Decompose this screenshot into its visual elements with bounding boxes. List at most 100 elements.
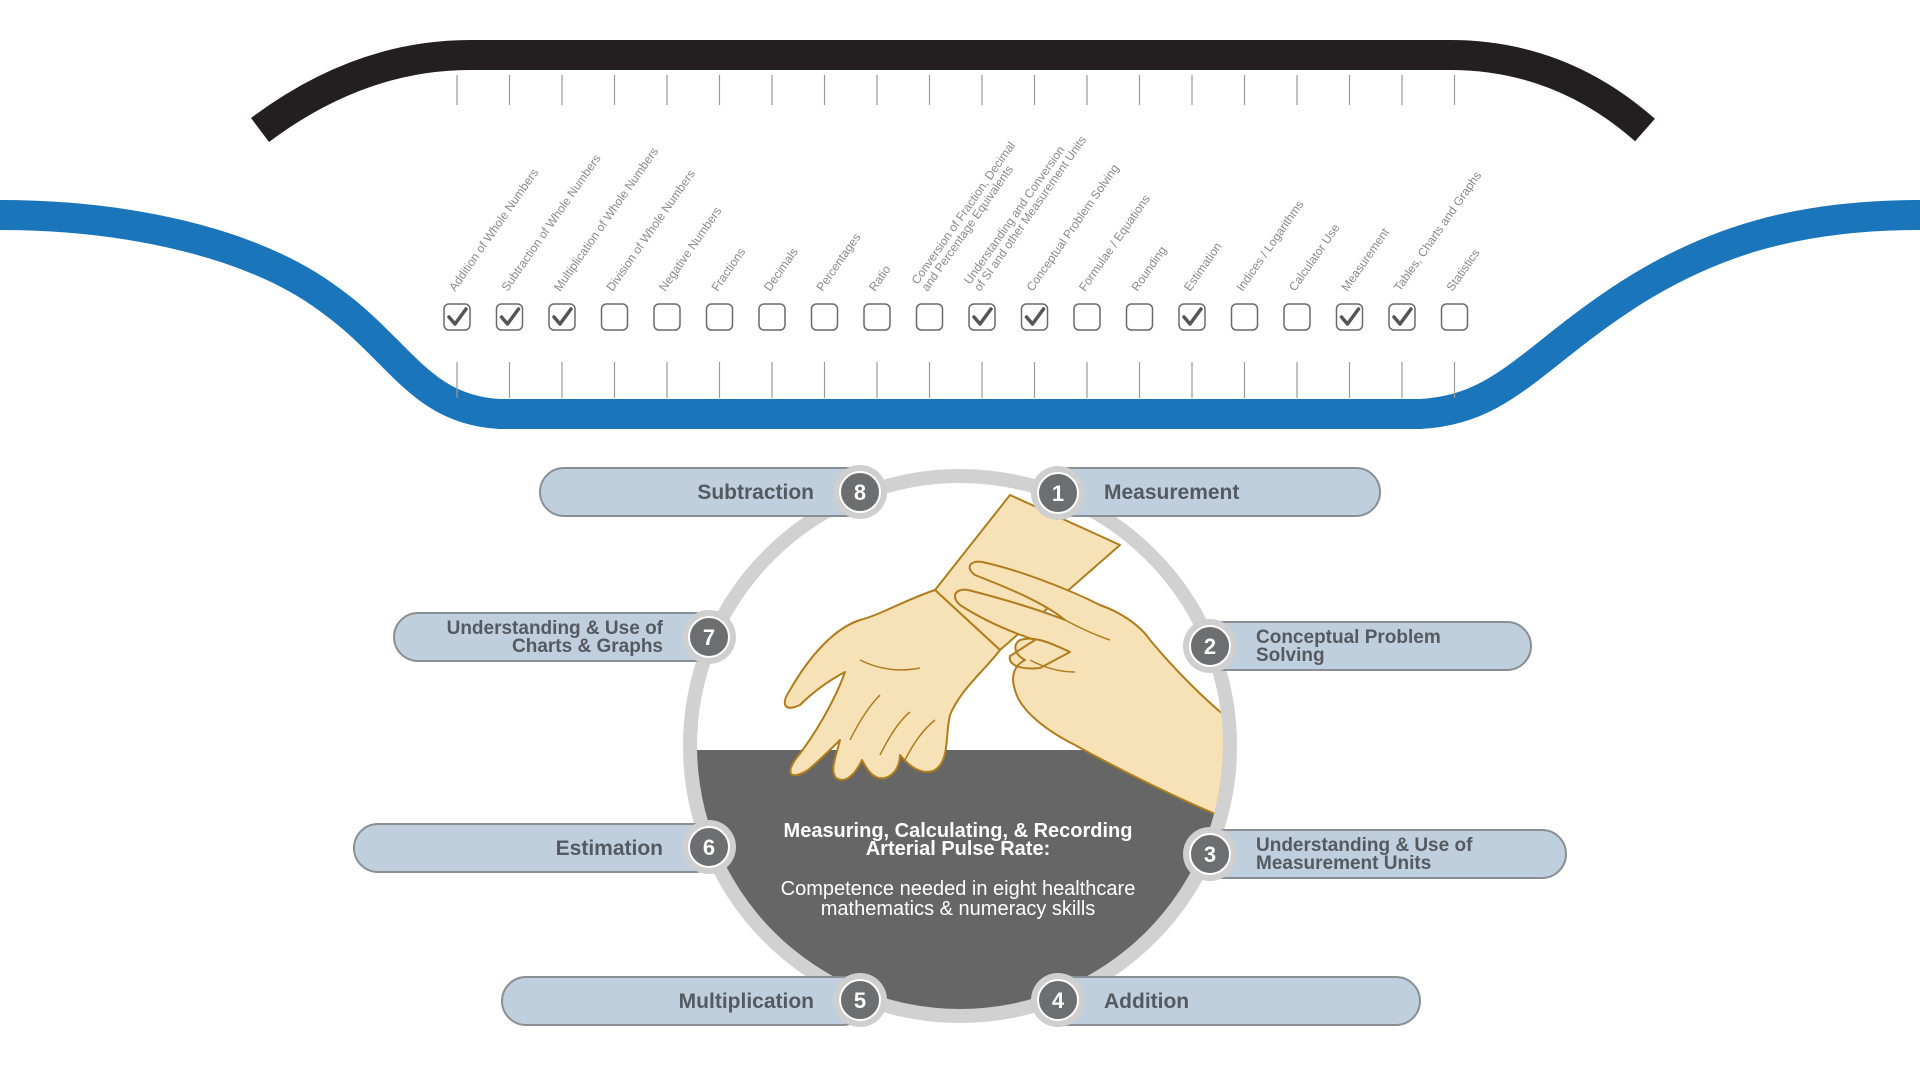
skill-label-group: Addition of Whole Numbers xyxy=(446,166,541,294)
skill-label: Percentages xyxy=(813,230,863,293)
checkbox-icon[interactable] xyxy=(1125,303,1154,331)
badge-number: 3 xyxy=(1204,842,1216,867)
skill-label: Multiplication xyxy=(679,990,814,1013)
skill-column: Formulae / Equations xyxy=(1073,75,1153,398)
skill-label: Measurement xyxy=(1338,225,1392,294)
skill-label-line: Conceptual Problem xyxy=(1256,627,1441,648)
checkbox-icon[interactable] xyxy=(705,303,734,331)
number-badge xyxy=(688,616,730,658)
center-subtitle-line: mathematics & numeracy skills xyxy=(821,898,1096,920)
skill-item-5: 5 Multiplication xyxy=(501,973,887,1027)
skill-column: Calculator Use xyxy=(1283,75,1343,398)
skill-label: Statistics xyxy=(1443,246,1482,293)
skill-label-group: Multiplication of Whole Numbers xyxy=(551,145,661,294)
checkbox-icon[interactable] xyxy=(810,303,839,331)
skill-column: Conceptual Problem Solving xyxy=(1020,75,1122,398)
skill-column: Decimals xyxy=(758,75,801,398)
center-subtitle-line: Competence needed in eight healthcare xyxy=(781,878,1136,900)
skill-label: Rounding xyxy=(1128,244,1169,294)
badge-number: 5 xyxy=(854,988,866,1013)
skill-label: Calculator Use xyxy=(1286,221,1343,294)
skill-column: Measurement xyxy=(1335,75,1392,398)
top-arch-band xyxy=(251,40,1655,143)
center-title-line: Measuring, Calculating, & Recording xyxy=(784,820,1133,842)
badge-number: 6 xyxy=(703,835,715,860)
skill-column: Indices / Logarithms xyxy=(1230,75,1307,398)
skill-label-group: Division of Whole Numbers xyxy=(603,167,697,294)
skill-label-group: Calculator Use xyxy=(1286,221,1343,294)
skill-label-line: Charts & Graphs xyxy=(512,636,663,657)
skill-label-group: Measurement xyxy=(1338,225,1392,294)
skill-label-group: Fractions xyxy=(708,245,748,293)
checkmark-icon xyxy=(1392,307,1413,326)
skill-label-group: Rounding xyxy=(1128,244,1169,294)
badge-number: 2 xyxy=(1204,634,1216,659)
center-title-line: Arterial Pulse Rate: xyxy=(866,838,1051,860)
number-badge xyxy=(1189,625,1231,667)
skill-label-line: Multiplication xyxy=(679,990,814,1013)
skill-item-1: 1 Measurement xyxy=(1031,466,1381,520)
badge-number: 1 xyxy=(1052,481,1064,506)
badge-number: 7 xyxy=(703,625,715,650)
skill-pill xyxy=(353,823,720,873)
skill-label: Fractions xyxy=(708,245,748,293)
checkbox-icon[interactable] xyxy=(863,303,891,331)
skill-item-4: 4 Addition xyxy=(1031,973,1421,1027)
number-badge xyxy=(839,979,881,1021)
skill-label-line: Solving xyxy=(1256,645,1325,666)
skill-column: Division of Whole Numbers xyxy=(600,75,698,398)
skill-item-8: 8 Subtraction xyxy=(539,465,887,519)
skill-label-group: Estimation xyxy=(1181,240,1225,294)
skill-label-group: Statistics xyxy=(1443,246,1482,293)
checkbox-icon[interactable] xyxy=(915,303,944,331)
skill-label: Estimation xyxy=(1181,240,1225,294)
checkbox-icon[interactable] xyxy=(1230,303,1259,331)
skill-label-group: Percentages xyxy=(813,230,863,293)
checkbox-icon[interactable] xyxy=(1073,303,1101,331)
skill-label: Decimals xyxy=(761,245,801,293)
skill-label: Multiplication of Whole Numbers xyxy=(551,145,661,294)
skill-label-group: Ratio xyxy=(866,262,894,293)
skill-column: Addition of Whole Numbers xyxy=(443,75,541,398)
checkbox-icon[interactable] xyxy=(758,303,786,331)
checkbox-icon[interactable] xyxy=(1440,303,1469,331)
skill-column: Negative Numbers xyxy=(653,75,724,398)
checkmark-icon xyxy=(1024,307,1046,326)
skill-column: Fractions xyxy=(705,75,748,398)
number-badge xyxy=(1037,979,1079,1021)
skill-label: Ratio xyxy=(866,262,894,293)
checkmark-icon xyxy=(499,307,521,326)
number-badge xyxy=(839,471,881,513)
skill-label: Addition of Whole Numbers xyxy=(446,166,541,294)
skill-label-line: Measurement Units xyxy=(1256,853,1431,874)
checkmark-icon xyxy=(552,307,573,326)
skill-label: Subtraction of Whole Numbers xyxy=(498,152,603,294)
checkbox-icon[interactable] xyxy=(653,303,681,331)
skill-label-group: Tables, Charts and Graphs xyxy=(1391,169,1484,294)
checkbox-icon[interactable] xyxy=(600,303,629,331)
skill-label-line: Addition xyxy=(1104,990,1189,1013)
skill-label-line: Understanding & Use of xyxy=(447,618,664,639)
checkbox-icon[interactable] xyxy=(1283,303,1311,331)
checkmark-icon xyxy=(1182,307,1203,326)
skill-pill xyxy=(1034,976,1421,1026)
skill-item-6: 6 Estimation xyxy=(353,820,736,874)
skill-label: Estimation xyxy=(556,837,663,860)
skill-label: Measurement xyxy=(1104,481,1239,504)
badge-number: 8 xyxy=(854,480,866,505)
badge-number: 4 xyxy=(1052,988,1065,1013)
pulse-hands-illustration xyxy=(783,494,1223,821)
skill-column: Percentages xyxy=(810,75,864,398)
skill-label: Subtraction xyxy=(697,481,814,504)
skill-label-line: Measurement xyxy=(1104,481,1239,504)
skill-label: Division of Whole Numbers xyxy=(603,167,697,294)
